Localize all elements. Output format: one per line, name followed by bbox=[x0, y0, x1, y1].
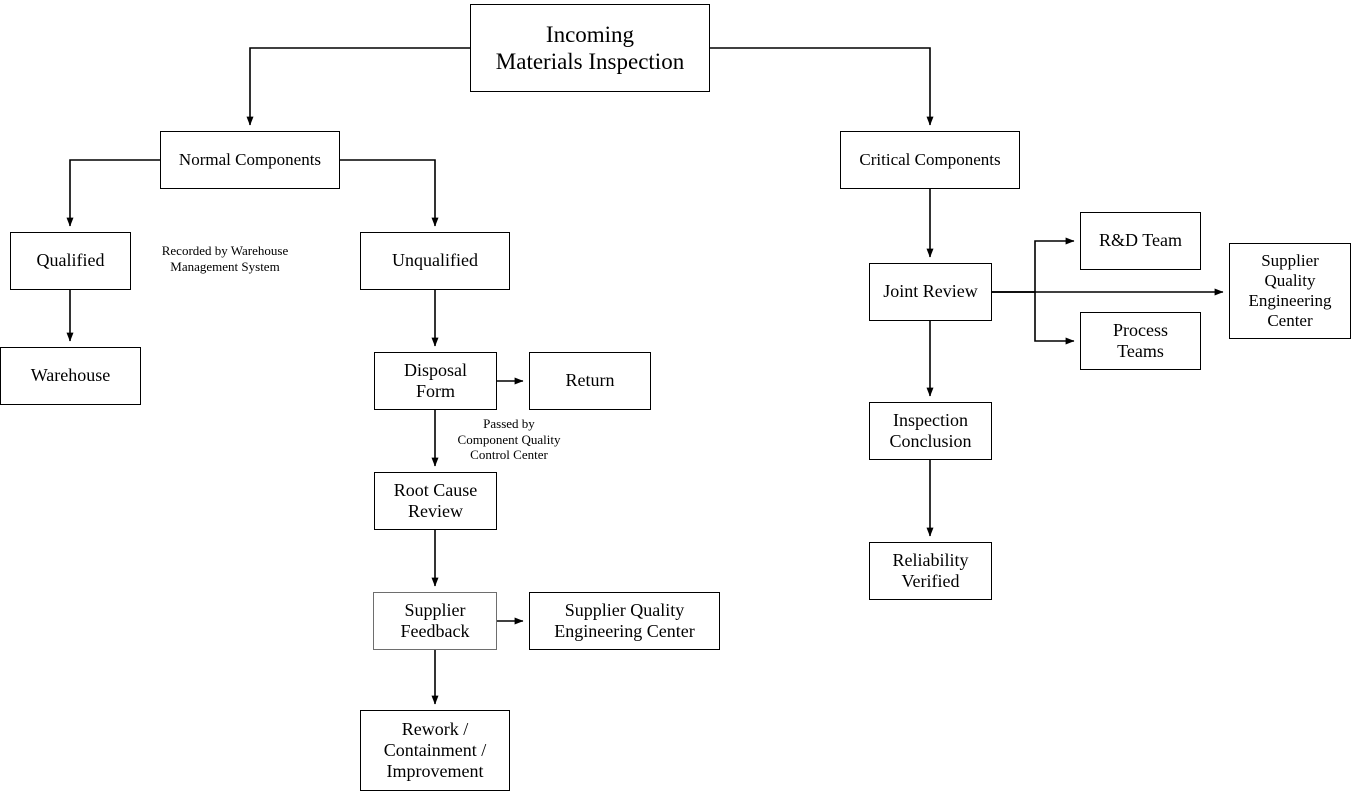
node-sqec_right[interactable]: Supplier Quality Engineering Center bbox=[1229, 243, 1351, 339]
node-label: Root Cause Review bbox=[393, 479, 478, 521]
node-processteams[interactable]: Process Teams bbox=[1080, 312, 1201, 370]
node-label: Process Teams bbox=[1113, 319, 1168, 361]
node-label: Warehouse bbox=[30, 365, 111, 386]
node-jointreview[interactable]: Joint Review bbox=[869, 263, 992, 321]
node-return[interactable]: Return bbox=[529, 352, 651, 410]
node-label: Return bbox=[565, 370, 615, 391]
node-label: Unqualified bbox=[392, 250, 478, 271]
node-label: Reliability Verified bbox=[892, 549, 969, 591]
edge-incoming-to-critical bbox=[710, 47, 934, 126]
node-label: Normal Components bbox=[178, 149, 322, 169]
node-unqualified[interactable]: Unqualified bbox=[360, 232, 510, 290]
node-label: R&D Team bbox=[1099, 230, 1182, 251]
node-sqec_mid[interactable]: Supplier Quality Engineering Center bbox=[529, 592, 720, 650]
node-label: Rework / Containment / Improvement bbox=[383, 718, 487, 782]
node-supfeedback[interactable]: Supplier Feedback bbox=[373, 592, 497, 650]
node-critical[interactable]: Critical Components bbox=[840, 131, 1020, 189]
node-rdteam[interactable]: R&D Team bbox=[1080, 212, 1201, 270]
node-label: Supplier Quality Engineering Center bbox=[554, 599, 695, 641]
node-inspconc[interactable]: Inspection Conclusion bbox=[869, 402, 992, 460]
node-label: Critical Components bbox=[859, 149, 1001, 169]
node-rework[interactable]: Rework / Containment / Improvement bbox=[360, 710, 510, 791]
edge-normal-to-qualified bbox=[66, 159, 160, 227]
node-disposal[interactable]: Disposal Form bbox=[374, 352, 497, 410]
note-passed: Passed by Component Quality Control Cent… bbox=[457, 416, 561, 463]
edge-normal-to-unqualified bbox=[340, 159, 439, 227]
node-reliability[interactable]: Reliability Verified bbox=[869, 542, 992, 600]
node-incoming[interactable]: Incoming Materials Inspection bbox=[470, 4, 710, 92]
node-label: Disposal Form bbox=[404, 359, 467, 401]
node-normal[interactable]: Normal Components bbox=[160, 131, 340, 189]
node-label: Supplier Quality Engineering Center bbox=[1248, 250, 1332, 331]
note-warehouse: Recorded by Warehouse Management System bbox=[161, 243, 289, 274]
node-qualified[interactable]: Qualified bbox=[10, 232, 131, 290]
edge-incoming-to-normal bbox=[246, 47, 470, 126]
node-label: Qualified bbox=[36, 250, 105, 271]
node-label: Joint Review bbox=[883, 281, 978, 302]
node-rootcause[interactable]: Root Cause Review bbox=[374, 472, 497, 530]
node-label: Inspection Conclusion bbox=[889, 409, 972, 451]
edge-joint-to-processteams bbox=[992, 291, 1075, 345]
node-warehouse[interactable]: Warehouse bbox=[0, 347, 141, 405]
node-label: Incoming Materials Inspection bbox=[495, 21, 685, 74]
edge-joint-to-rdteam bbox=[992, 237, 1075, 293]
node-label: Supplier Feedback bbox=[400, 599, 470, 641]
